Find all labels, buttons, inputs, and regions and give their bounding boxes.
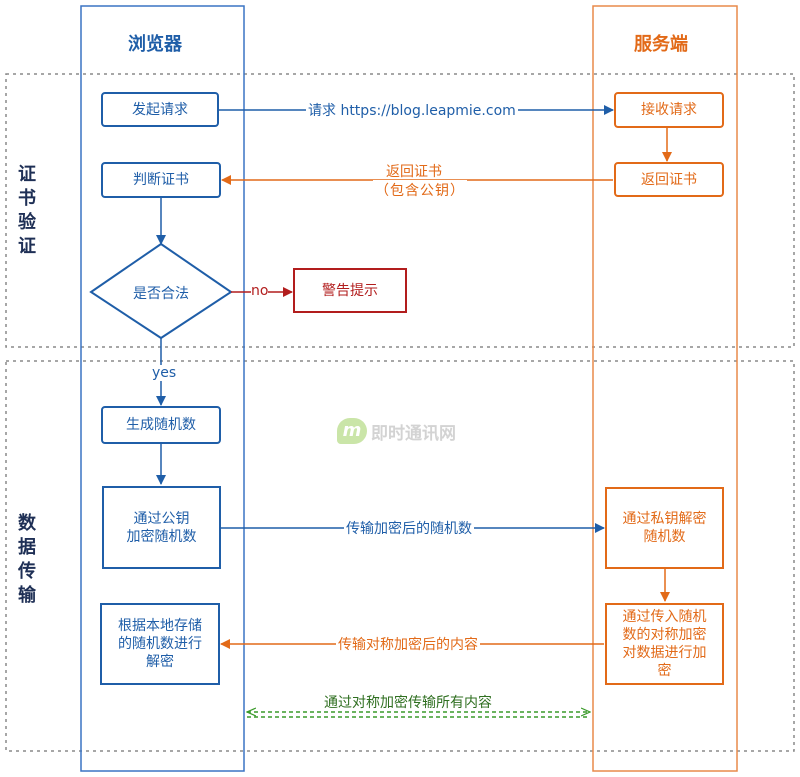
return-cert-node: 返回证书 <box>614 162 724 197</box>
warning-node: 警告提示 <box>293 268 407 313</box>
symmetric-label: 通过对称加密传输所有内容 <box>324 695 492 711</box>
encrypt-data-node: 通过传入随机 数的对称加密 对数据进行加 密 <box>605 603 724 685</box>
browser-lane-title: 浏览器 <box>128 34 182 55</box>
send-random-label: 传输加密后的随机数 <box>344 518 474 538</box>
browser-lane <box>80 5 245 772</box>
cert-section-frame <box>5 73 795 348</box>
server-lane-title: 服务端 <box>634 34 688 55</box>
watermark-logo-icon: m <box>337 418 367 444</box>
judge-cert-node: 判断证书 <box>101 162 221 198</box>
server-lane <box>592 5 738 772</box>
decrypt-local-node: 根据本地存储 的随机数进行 解密 <box>100 603 220 685</box>
initiate-node: 发起请求 <box>101 92 219 127</box>
cert-section-title: 证书验证 <box>18 164 36 257</box>
no-label: no <box>251 283 269 299</box>
data-section-frame <box>5 360 795 752</box>
request-label: 请求 https://blog.leapmie.com <box>306 100 518 120</box>
yes-label: yes <box>150 365 179 381</box>
return-cert-label-1: 返回证书 <box>386 164 442 180</box>
watermark-brand: 即时通讯网 <box>371 424 456 444</box>
send-content-label: 传输对称加密后的内容 <box>336 634 480 654</box>
is-legal-label: 是否合法 <box>133 286 189 302</box>
gen-random-node: 生成随机数 <box>101 406 221 444</box>
decrypt-private-node: 通过私钥解密 随机数 <box>605 487 724 569</box>
receive-node: 接收请求 <box>614 92 724 128</box>
return-cert-label-2: （包含公钥） <box>373 180 467 200</box>
data-section-title: 数据传输 <box>18 513 36 606</box>
encrypt-pubkey-node: 通过公钥 加密随机数 <box>102 486 221 569</box>
